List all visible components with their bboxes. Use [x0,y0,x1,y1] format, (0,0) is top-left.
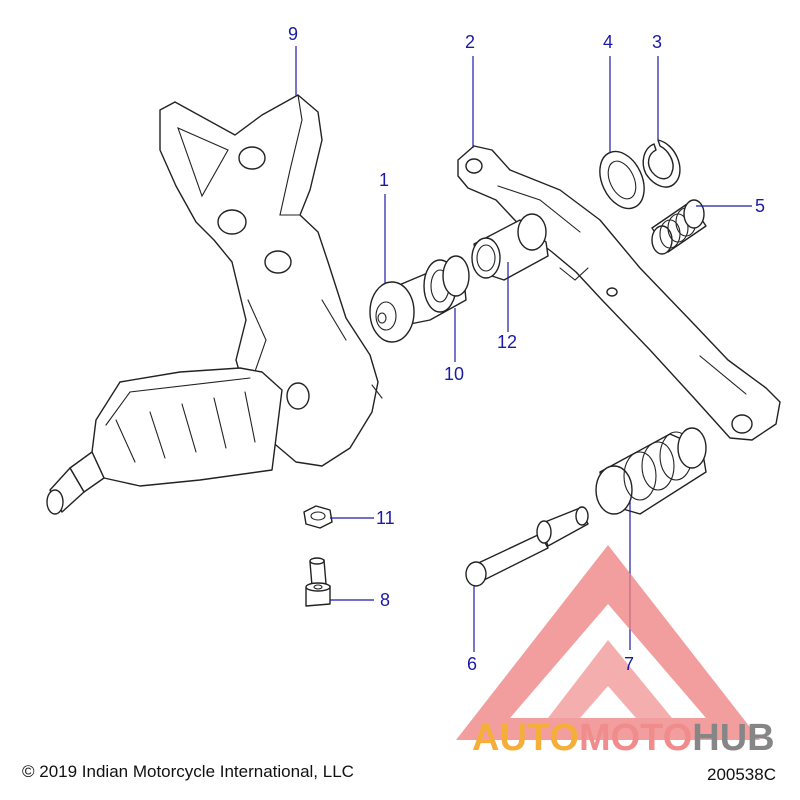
watermark-hub: HUB [692,717,774,759]
callout-4: 4 [603,32,613,52]
callout-9: 9 [288,24,298,44]
footpeg-bracket [159,94,383,467]
callout-7: 7 [624,654,634,674]
cap-screw [305,557,331,607]
callout-labels: 9 2 4 3 5 1 12 10 11 8 6 7 [288,24,765,674]
return-spring [651,199,707,255]
retaining-clip [642,139,681,188]
callout-5: 5 [755,196,765,216]
copyright-notice: © 2019 Indian Motorcycle International, … [22,762,354,781]
callout-2: 2 [465,32,475,52]
callout-1: 1 [379,170,389,190]
callout-8: 8 [380,590,390,610]
callout-12: 12 [497,332,517,352]
bolt-washer [423,255,470,313]
watermark-triangle [456,545,760,740]
callout-3: 3 [652,32,662,52]
watermark-auto: AUTO [472,717,579,759]
callout-10: 10 [444,364,464,384]
shift-peg-rubber [595,427,707,515]
bushing [471,213,549,281]
hex-nut [303,505,333,529]
footpeg [46,367,283,515]
svg-text:AUTOMOTOHUB: AUTOMOTOHUB [472,717,775,759]
watermark: AUTOMOTOHUB [456,545,775,759]
washer [599,150,645,210]
shift-peg-shaft [465,506,589,587]
callout-6: 6 [467,654,477,674]
callout-11: 11 [376,508,395,528]
figure-id: 200538C [706,765,776,784]
watermark-moto: MOTO [579,717,692,759]
